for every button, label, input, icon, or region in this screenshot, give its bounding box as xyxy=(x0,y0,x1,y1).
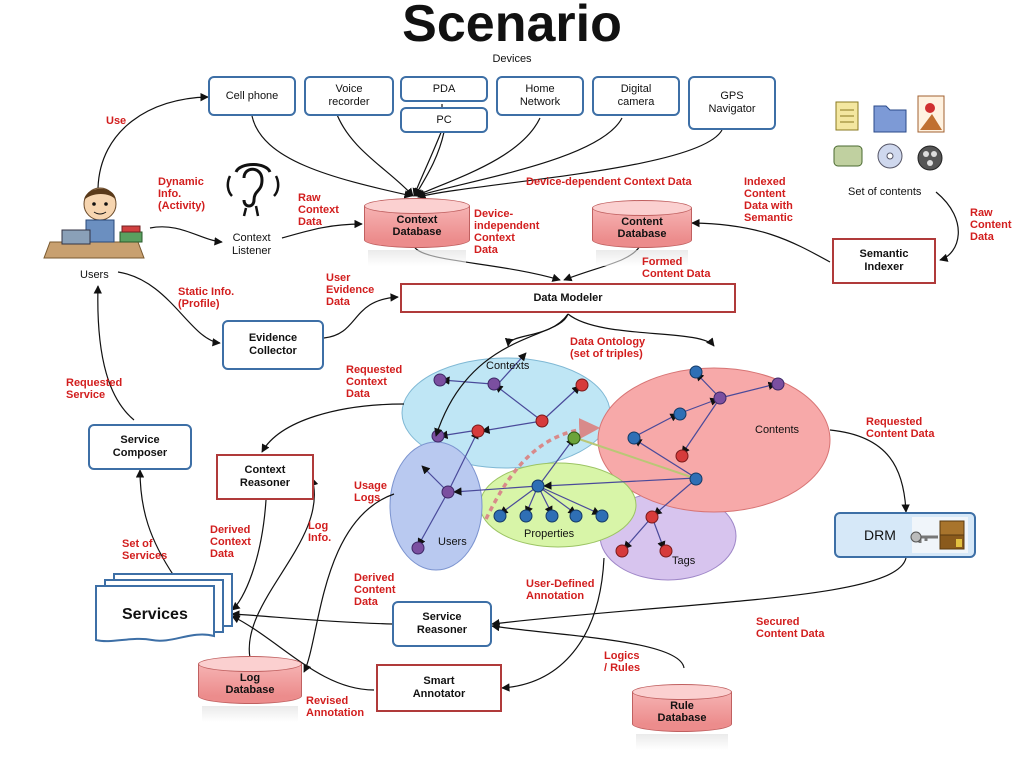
content-database-label: Content Database xyxy=(617,216,667,240)
device-home-network[interactable]: Home Network xyxy=(496,76,584,116)
page-title: Scenario xyxy=(402,0,622,53)
users-caption: Users xyxy=(80,269,109,281)
service-composer-box[interactable]: Service Composer xyxy=(88,424,192,470)
scroll-icon xyxy=(833,145,863,167)
label-data-ontology: Data Ontology (set of triples) xyxy=(570,336,646,360)
rule-database[interactable]: Rule Database xyxy=(632,684,732,750)
content-database[interactable]: Content Database xyxy=(592,200,692,266)
label-user-defined-annotation: User-Defined Annotation xyxy=(526,578,595,602)
ontology-tags-label: Tags xyxy=(672,555,696,567)
drm-label: DRM xyxy=(864,526,896,543)
devices-caption: Devices xyxy=(492,53,532,65)
label-derived-content-data: Derived Content Data xyxy=(354,572,396,608)
ontology-contents-label: Contents xyxy=(755,424,800,436)
label-requested-content-data: Requested Content Data xyxy=(866,416,935,440)
label-set-of-services: Set of Services xyxy=(122,538,168,562)
device-gps-navigator[interactable]: GPS Navigator xyxy=(688,76,776,130)
log-database[interactable]: Log Database xyxy=(198,656,302,722)
film-reel-icon xyxy=(917,145,943,171)
label-revised-annotation: Revised Annotation xyxy=(306,695,365,719)
label-dynamic-info: Dynamic Info. (Activity) xyxy=(158,176,206,212)
data-modeler-box[interactable]: Data Modeler xyxy=(400,283,736,313)
context-database[interactable]: Context Database xyxy=(364,198,470,266)
content-files-icons xyxy=(833,95,945,171)
label-user-evidence-data: User Evidence Data xyxy=(326,272,375,308)
label-static-info: Static Info. (Profile) xyxy=(178,286,235,310)
evidence-collector-box[interactable]: Evidence Collector xyxy=(222,320,324,370)
device-voice-recorder[interactable]: Voice recorder xyxy=(304,76,394,116)
users-region xyxy=(389,441,483,571)
label-device-dependent: Device-dependent Context Data xyxy=(526,176,692,188)
label-logics-rules: Logics / Rules xyxy=(604,650,641,674)
context-reasoner-box[interactable]: Context Reasoner xyxy=(216,454,314,500)
ontology-contexts-label: Contexts xyxy=(486,360,530,372)
label-device-independent: Device- independent Context Data xyxy=(474,208,540,256)
key-chest-icon xyxy=(910,517,968,553)
device-pc[interactable]: PC xyxy=(400,107,488,133)
context-listener-caption: Context Listener xyxy=(232,232,272,257)
service-reasoner-box[interactable]: Service Reasoner xyxy=(392,601,492,647)
music-disc-icon xyxy=(877,143,903,169)
device-pda[interactable]: PDA xyxy=(400,76,488,102)
label-requested-context-data: Requested Context Data xyxy=(346,364,403,400)
label-formed-content-data: Formed Content Data xyxy=(642,256,711,280)
label-usage-logs: Usage Logs xyxy=(354,480,388,504)
ontology-properties-label: Properties xyxy=(524,528,575,540)
folder-icon xyxy=(873,105,907,133)
rule-database-label: Rule Database xyxy=(657,700,707,724)
label-raw-context-data: Raw Context Data xyxy=(298,192,339,228)
label-derived-context-data: Derived Context Data xyxy=(210,524,251,560)
set-of-contents-caption: Set of contents xyxy=(848,186,922,198)
label-use: Use xyxy=(106,115,127,127)
context-database-label: Context Database xyxy=(392,214,442,238)
label-indexed-content: Indexed Content Data with Semantic xyxy=(744,176,793,224)
label-requested-service: Requested Service xyxy=(66,377,123,401)
log-database-label: Log Database xyxy=(225,672,275,696)
ontology-users-label: Users xyxy=(438,536,467,548)
ear-listener-icon xyxy=(226,163,280,217)
device-cell-phone[interactable]: Cell phone xyxy=(208,76,296,116)
label-secured-content-data: Secured Content Data xyxy=(756,616,825,640)
user-at-desk-icon xyxy=(43,187,145,259)
label-raw-content-data: Raw Content Data xyxy=(970,207,1012,243)
contents-region xyxy=(597,367,831,513)
services-label: Services xyxy=(122,606,188,623)
document-icon xyxy=(835,101,859,131)
services-stack-icon xyxy=(95,573,233,643)
image-icon xyxy=(917,95,945,133)
semantic-indexer-box[interactable]: Semantic Indexer xyxy=(832,238,936,284)
device-digital-camera[interactable]: Digital camera xyxy=(592,76,680,116)
label-log-info: Log Info. xyxy=(308,520,332,544)
smart-annotator-box[interactable]: Smart Annotator xyxy=(376,664,502,712)
